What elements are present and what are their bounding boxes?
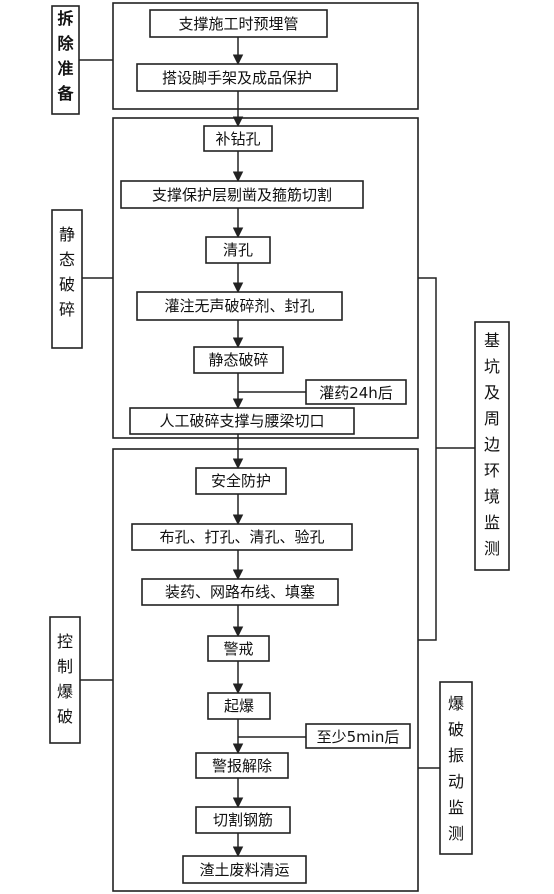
step-10: 布孔、打孔、清孔、验孔 bbox=[131, 523, 353, 551]
monitor-pit-label: 基 坑 及 周 边 环 境 监 测 bbox=[474, 321, 510, 571]
step-14: 警报解除 bbox=[195, 752, 289, 779]
phase-blast-char-1: 控 bbox=[57, 632, 73, 651]
monitor-vibration-label: 爆 破 振 动 监 测 bbox=[439, 681, 473, 855]
step-6: 灌注无声破碎剂、封孔 bbox=[136, 291, 343, 321]
phase-prep-label: 拆 除 准 备 bbox=[51, 5, 80, 115]
phase-prep-char-1: 拆 bbox=[57, 9, 73, 28]
step-7-label: 静态破碎 bbox=[208, 351, 268, 369]
phase-static-char-1: 静 bbox=[59, 225, 75, 244]
step-5-label: 清孔 bbox=[223, 241, 253, 259]
step-4: 支撑保护层剔凿及箍筋切割 bbox=[120, 180, 364, 209]
monitor-pit-char-7: 境 bbox=[484, 487, 500, 506]
phase-prep-char-2: 除 bbox=[57, 34, 74, 53]
step-13-label: 起爆 bbox=[224, 697, 254, 715]
phase-prep-char-4: 备 bbox=[56, 84, 74, 103]
wait24-note: 灌药24h后 bbox=[319, 384, 393, 402]
monitor-vib-char-6: 测 bbox=[448, 824, 464, 843]
monitor-pit-char-9: 测 bbox=[484, 539, 500, 558]
monitor-pit-char-5: 边 bbox=[484, 435, 500, 454]
step-7: 静态破碎 bbox=[193, 346, 284, 374]
monitor-pit-char-8: 监 bbox=[484, 513, 500, 532]
phase-blast-char-4: 破 bbox=[57, 707, 73, 726]
step-15-label: 切割钢筋 bbox=[213, 811, 273, 829]
step-9-label: 安全防护 bbox=[211, 472, 271, 490]
step-2-label: 搭设脚手架及成品保护 bbox=[162, 69, 312, 87]
wait5-note: 至少5min后 bbox=[317, 728, 400, 746]
step-10-label: 布孔、打孔、清孔、验孔 bbox=[159, 528, 324, 546]
monitor-pit-bracket bbox=[418, 277, 437, 641]
wait5-note-box bbox=[305, 723, 411, 749]
phase-static-char-4: 碎 bbox=[59, 300, 75, 319]
phase-prep-char-3: 准 bbox=[57, 59, 73, 78]
monitor-vib-char-3: 振 bbox=[448, 746, 464, 765]
prep-section-frame bbox=[112, 2, 419, 110]
wait24-note-box bbox=[305, 379, 407, 405]
monitor-vib-char-2: 破 bbox=[448, 720, 464, 739]
monitor-vib-char-1: 爆 bbox=[448, 694, 464, 713]
step-4-label: 支撑保护层剔凿及箍筋切割 bbox=[152, 186, 332, 204]
phase-blast-char-2: 制 bbox=[57, 657, 73, 676]
blast-section-frame bbox=[112, 448, 419, 892]
step-16-label: 渣土废料清运 bbox=[199, 861, 289, 879]
monitor-vib-char-4: 动 bbox=[448, 772, 464, 791]
step-8-label: 人工破碎支撑与腰梁切口 bbox=[159, 412, 324, 430]
step-1: 支撑施工时预埋管 bbox=[149, 9, 328, 38]
monitor-vib-char-5: 监 bbox=[448, 798, 464, 817]
monitor-pit-char-3: 及 bbox=[484, 383, 500, 402]
monitor-pit-char-4: 周 bbox=[484, 409, 500, 428]
step-1-label: 支撑施工时预埋管 bbox=[178, 15, 298, 33]
step-15: 切割钢筋 bbox=[195, 806, 291, 834]
phase-static-char-3: 破 bbox=[59, 275, 75, 294]
step-11: 装药、网路布线、填塞 bbox=[141, 578, 339, 606]
step-16: 渣土废料清运 bbox=[182, 855, 307, 884]
step-2: 搭设脚手架及成品保护 bbox=[136, 63, 338, 92]
step-9: 安全防护 bbox=[195, 467, 287, 495]
phase-blast-char-3: 爆 bbox=[57, 682, 73, 701]
step-12-label: 警戒 bbox=[223, 640, 253, 658]
phase-static-label: 静 态 破 碎 bbox=[51, 209, 83, 349]
phase-blast-label: 控 制 爆 破 bbox=[49, 616, 81, 744]
step-13: 起爆 bbox=[207, 692, 271, 720]
monitor-pit-char-2: 坑 bbox=[484, 357, 500, 376]
monitor-pit-char-6: 环 bbox=[484, 461, 500, 480]
step-3-label: 补钻孔 bbox=[215, 130, 260, 148]
step-5: 清孔 bbox=[205, 236, 271, 264]
phase-static-char-2: 态 bbox=[59, 250, 75, 269]
step-3: 补钻孔 bbox=[203, 125, 273, 152]
step-11-label: 装药、网路布线、填塞 bbox=[165, 583, 315, 601]
step-6-label: 灌注无声破碎剂、封孔 bbox=[164, 297, 314, 315]
monitor-pit-char-1: 基 bbox=[484, 331, 500, 350]
step-14-label: 警报解除 bbox=[212, 757, 272, 775]
step-8: 人工破碎支撑与腰梁切口 bbox=[129, 407, 355, 435]
step-12: 警戒 bbox=[207, 635, 270, 662]
